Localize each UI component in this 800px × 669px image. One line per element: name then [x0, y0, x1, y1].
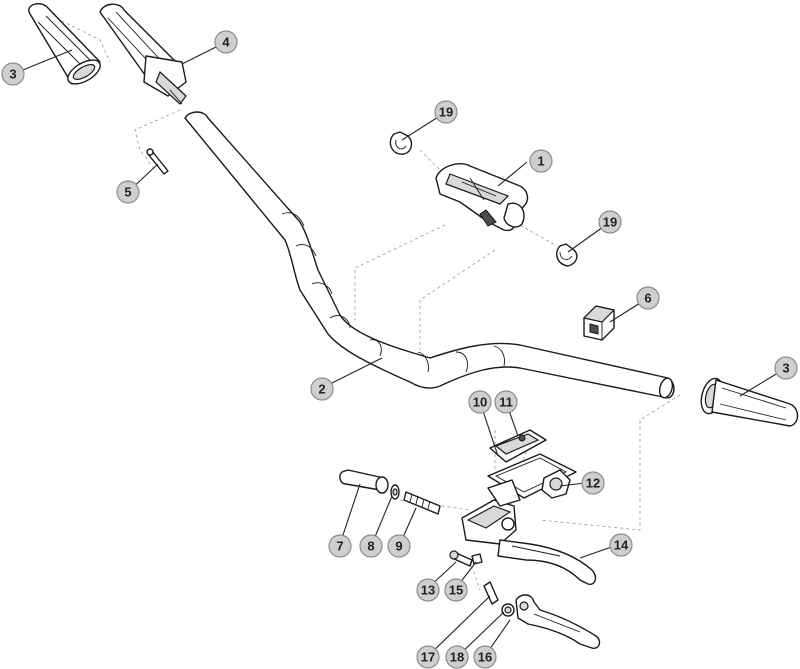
- pin: [146, 148, 169, 175]
- clutch-lever: [497, 539, 597, 585]
- bushing: [501, 603, 515, 617]
- callout-15: 15: [444, 578, 468, 602]
- pivot-nut: [471, 553, 483, 565]
- svg-text:3: 3: [9, 67, 16, 82]
- right-grip: [700, 377, 799, 427]
- svg-text:12: 12: [586, 476, 600, 491]
- callout-19-upper: 19: [434, 100, 458, 124]
- svg-text:8: 8: [367, 539, 374, 554]
- svg-text:18: 18: [450, 650, 464, 665]
- callout-18: 18: [445, 645, 469, 669]
- callout-10: 10: [468, 390, 492, 414]
- reservoir-cover: [489, 429, 547, 463]
- callout-3-left-grip: 3: [1, 62, 25, 86]
- svg-text:14: 14: [614, 538, 629, 553]
- adjuster-bolt: [403, 491, 441, 515]
- left-grip: [28, 3, 101, 85]
- svg-text:2: 2: [318, 382, 325, 397]
- callout-16: 16: [473, 645, 497, 669]
- svg-text:16: 16: [478, 650, 492, 665]
- handlebar: [184, 111, 675, 399]
- callout-1: 1: [529, 149, 553, 173]
- pivot-bolt: [449, 550, 473, 567]
- callout-8: 8: [359, 534, 383, 558]
- svg-text:17: 17: [421, 650, 435, 665]
- callout-5: 5: [116, 180, 140, 204]
- callout-6: 6: [636, 286, 660, 310]
- svg-text:9: 9: [395, 539, 402, 554]
- lever-cover: [339, 469, 389, 494]
- svg-text:7: 7: [336, 539, 343, 554]
- callout-13: 13: [416, 578, 440, 602]
- washer: [390, 484, 400, 500]
- callout-11: 11: [494, 390, 518, 414]
- callout-7: 7: [328, 534, 352, 558]
- brake-lever: [515, 594, 601, 649]
- callout-14: 14: [609, 533, 633, 557]
- callout-17: 17: [416, 645, 440, 669]
- callout-9: 9: [387, 534, 411, 558]
- callout-19-lower: 19: [598, 210, 622, 234]
- master-cylinder: [461, 479, 521, 545]
- callout-12: 12: [581, 471, 605, 495]
- svg-text:19: 19: [439, 105, 453, 120]
- assembly-guide-lines: [39, 9, 681, 591]
- callout-4: 4: [214, 30, 238, 54]
- svg-text:3: 3: [782, 361, 789, 376]
- callout-2: 2: [310, 377, 334, 401]
- switch-block: [582, 305, 616, 341]
- svg-text:10: 10: [473, 395, 487, 410]
- svg-text:5: 5: [124, 185, 131, 200]
- callout-3-right-grip: 3: [774, 356, 798, 380]
- svg-text:13: 13: [421, 583, 435, 598]
- svg-text:11: 11: [499, 395, 513, 410]
- pivot-screw: [483, 581, 499, 605]
- throttle-grip: [99, 3, 187, 105]
- svg-text:15: 15: [449, 583, 463, 598]
- svg-text:19: 19: [603, 215, 617, 230]
- svg-text:4: 4: [222, 35, 230, 50]
- svg-text:1: 1: [537, 154, 544, 169]
- svg-text:6: 6: [644, 291, 651, 306]
- clamp-bracket: [541, 469, 571, 499]
